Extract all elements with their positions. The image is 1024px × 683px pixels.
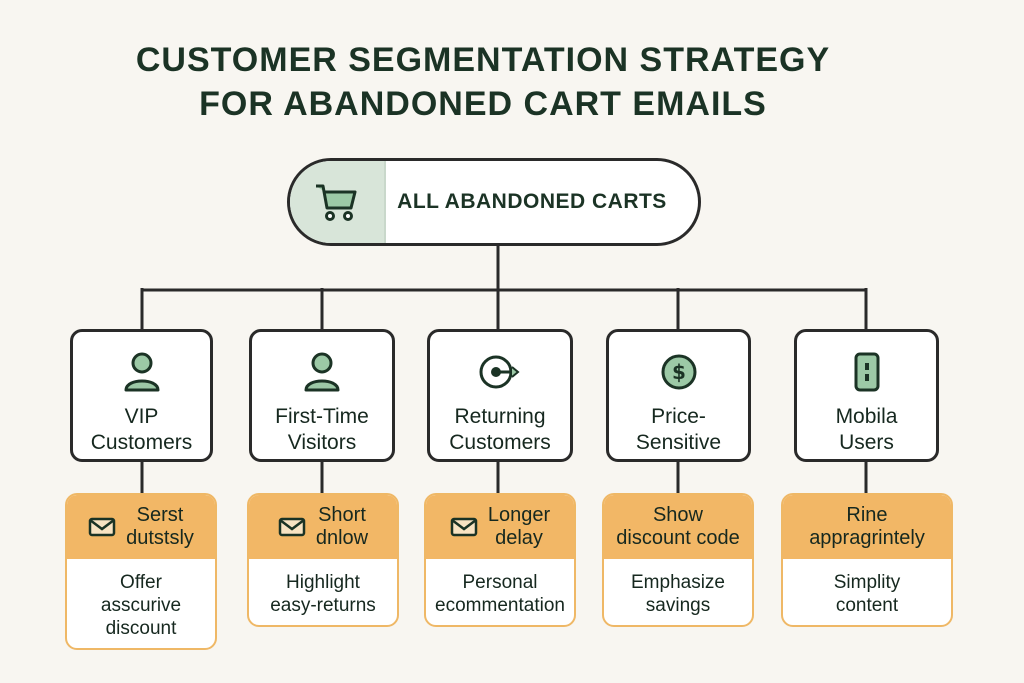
return-arrow-icon bbox=[479, 355, 520, 389]
action-card-header: Show discount code bbox=[604, 495, 752, 559]
segment-first-time-visitors: First-Time Visitors bbox=[249, 329, 395, 462]
action-card-header: Serst dutstsly bbox=[67, 495, 215, 559]
action-card-vip: Serst dutstsly Offer asscurive discount bbox=[65, 493, 217, 650]
segment-name: Price- Sensitive bbox=[635, 405, 722, 454]
segment-price-sensitive: $ Price- Sensitive bbox=[606, 329, 751, 462]
action-card-header: Short dnlow bbox=[249, 495, 397, 559]
segment-name: First-Time Visitors bbox=[275, 405, 369, 454]
envelope-icon bbox=[88, 517, 116, 537]
title-line-1: CUSTOMER SEGMENTATION STRATEGY bbox=[135, 41, 831, 79]
mobile-phone-icon bbox=[854, 352, 879, 392]
action-card-detail: Personal ecommentation bbox=[435, 572, 565, 616]
action-card-mobile: Rine appragrintely Simplity content bbox=[781, 493, 953, 627]
shopping-cart-icon bbox=[316, 184, 357, 221]
cart-icon-panel bbox=[290, 161, 386, 243]
svg-text:$: $ bbox=[672, 360, 686, 384]
segment-name: VIP Customers bbox=[90, 405, 193, 454]
action-card-detail: Offer asscurive discount bbox=[100, 572, 182, 639]
action-card-header: Longer delay bbox=[426, 495, 574, 559]
envelope-icon bbox=[450, 517, 478, 537]
segment-name: Returning Customers bbox=[449, 405, 551, 454]
segment-vip-customers: VIP Customers bbox=[70, 329, 213, 462]
action-card-header: Rine appragrintely bbox=[783, 495, 951, 559]
person-icon bbox=[124, 352, 159, 392]
root-node: ALL ABANDONED CARTS bbox=[287, 158, 701, 246]
action-card-detail: Simplity content bbox=[833, 572, 901, 616]
action-card-detail: Highlight easy-returns bbox=[270, 572, 376, 616]
envelope-icon bbox=[278, 517, 306, 537]
diagram-title: CUSTOMER SEGMENTATION STRATEGY FOR ABAND… bbox=[0, 38, 966, 126]
action-card-first-time: Short dnlow Highlight easy-returns bbox=[247, 493, 399, 627]
segment-returning-customers: Returning Customers bbox=[427, 329, 573, 462]
segment-mobile-users: Mobila Users bbox=[794, 329, 939, 462]
action-card-detail: Emphasize savings bbox=[631, 572, 725, 616]
root-label: ALL ABANDONED CARTS bbox=[397, 190, 667, 213]
person-icon bbox=[304, 352, 340, 392]
action-card-returning: Longer delay Personal ecommentation bbox=[424, 493, 576, 627]
dollar-coin-icon: $ bbox=[661, 354, 696, 390]
segment-name: Mobila Users bbox=[835, 405, 898, 454]
action-card-price: Show discount code Emphasize savings bbox=[602, 493, 754, 627]
title-line-2: FOR ABANDONED CART EMAILS bbox=[199, 85, 767, 123]
